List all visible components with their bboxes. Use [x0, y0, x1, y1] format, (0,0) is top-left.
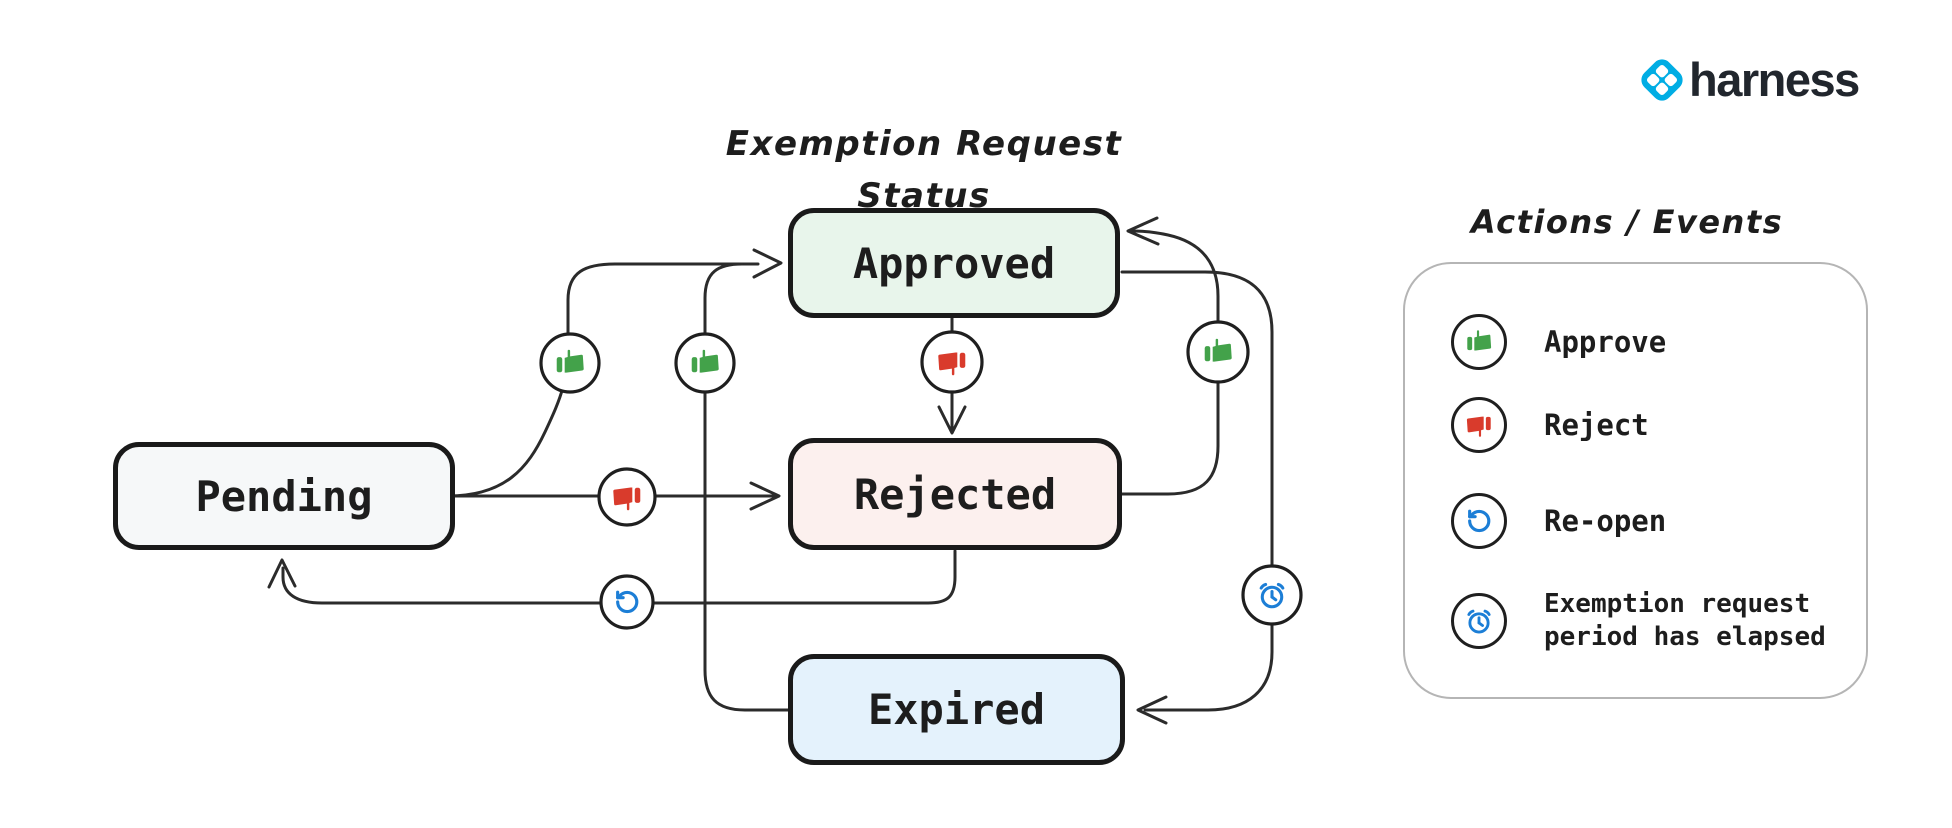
harness-diamond-icon: [1641, 58, 1683, 101]
legend-elapsed-bubble: [1451, 593, 1507, 650]
legend-row-elapsed: Exemption request period has elapsed: [1451, 588, 1859, 654]
state-box-pending: Pending: [113, 442, 455, 550]
state-label-approved: Approved: [852, 238, 1056, 288]
legend-card: Approve Reject Re-open Exemption request…: [1403, 262, 1868, 699]
arrowhead-into-rejected-left: [749, 481, 781, 511]
arrowhead-into-pending-bottom: [267, 558, 297, 589]
legend-approve-bubble: [1451, 314, 1507, 370]
action-bubble-approve-1: [539, 332, 601, 394]
harness-logo: harness: [1638, 52, 1860, 107]
state-box-expired: Expired: [788, 654, 1125, 765]
state-box-rejected: Rejected: [788, 438, 1122, 550]
thumbs-up-icon: [1464, 327, 1494, 357]
legend-label-reject: Reject: [1544, 408, 1649, 442]
state-label-expired: Expired: [867, 685, 1045, 734]
legend-row-reopen: Re-open: [1451, 493, 1666, 549]
arrowhead-into-approved-right: [1126, 216, 1160, 246]
legend-label-reopen: Re-open: [1544, 504, 1667, 538]
legend-title: Actions / Events: [1470, 203, 1784, 241]
legend-reject-bubble: [1451, 397, 1507, 453]
alarm-clock-icon: [1464, 606, 1494, 636]
action-bubble-approve-3: [1186, 320, 1250, 384]
state-box-approved: Approved: [788, 208, 1120, 318]
action-bubble-reject-2: [920, 330, 984, 394]
edge-expired-approved: [703, 262, 792, 712]
diagram-title: Exemption Request Status: [725, 124, 1123, 216]
arrowhead-into-approved-left: [752, 248, 783, 279]
state-label-rejected: Rejected: [853, 469, 1057, 519]
action-bubble-reject-1: [597, 467, 657, 527]
action-bubble-elapsed: [1241, 564, 1303, 626]
state-label-pending: Pending: [195, 471, 373, 521]
arrowhead-into-expired-right: [1136, 695, 1168, 725]
legend-label-elapsed: Exemption request period has elapsed: [1544, 589, 1826, 653]
thumbs-down-icon: [1464, 410, 1494, 440]
action-bubble-approve-2: [674, 332, 736, 394]
edge-approved-expired: [1120, 270, 1274, 712]
action-bubble-reopen: [599, 574, 655, 630]
legend-row-reject: Reject: [1451, 397, 1649, 453]
legend-row-approve: Approve: [1451, 314, 1666, 370]
harness-wordmark: harness: [1689, 53, 1860, 106]
arrowhead-into-rejected-top: [937, 405, 967, 435]
rotate-ccw-icon: [1465, 507, 1493, 535]
legend-reopen-bubble: [1451, 493, 1507, 549]
legend-label-approve: Approve: [1544, 325, 1667, 359]
